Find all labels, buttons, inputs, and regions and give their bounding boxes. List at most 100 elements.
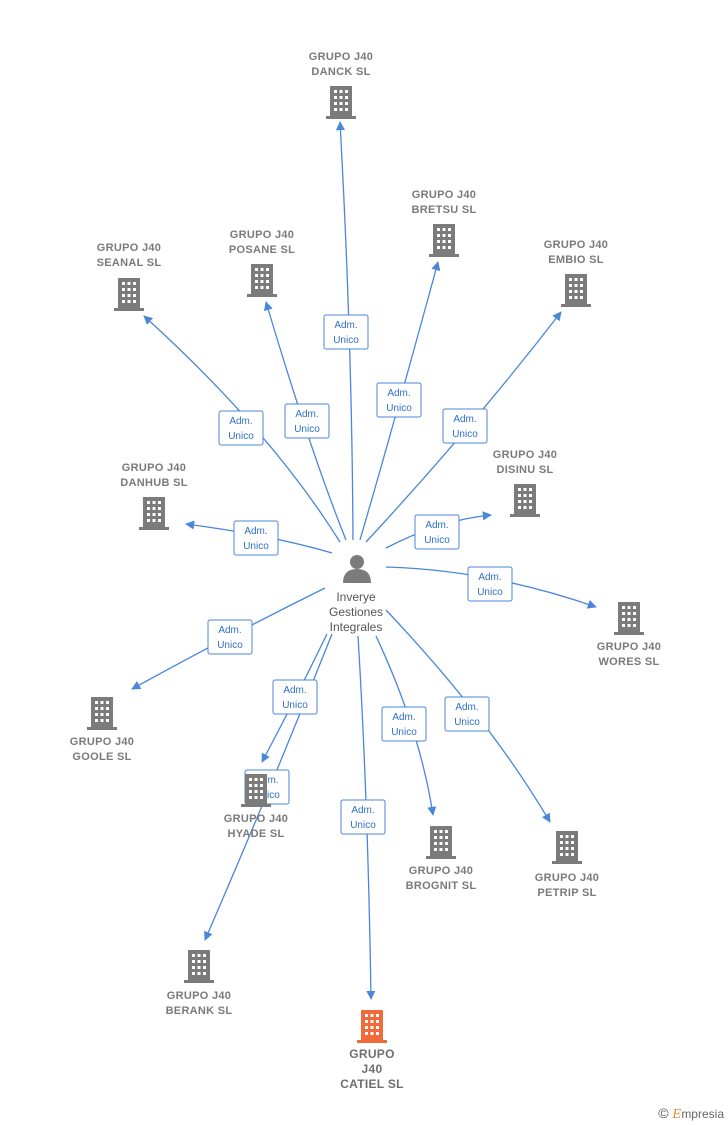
brand-name: mpresia xyxy=(681,1107,724,1121)
edge-label-box xyxy=(207,619,253,655)
company-name-line: GRUPO J40 xyxy=(309,51,373,63)
company-name-line: DANCK SL xyxy=(311,66,370,78)
edge-label-box xyxy=(467,566,513,602)
edge-label-box xyxy=(376,382,422,418)
center-person-node[interactable]: Inverye Gestiones Integrales xyxy=(329,555,383,634)
edge-label-text: Unico xyxy=(254,790,280,801)
edge-label-box xyxy=(218,410,264,446)
company-name-line: GRUPO J40 xyxy=(230,229,294,241)
edge-label-text: Unico xyxy=(333,335,359,346)
company-name-line: PETRIP SL xyxy=(537,887,596,899)
footer-brand: ©Empresia xyxy=(658,1105,724,1121)
building-icon xyxy=(614,602,644,635)
company-name-line: DISINU SL xyxy=(496,464,553,476)
edge-label-box xyxy=(323,314,369,350)
company-name-line: GRUPO J40 xyxy=(97,242,161,254)
edge-label-brognit[interactable]: Adm.Unico xyxy=(381,706,427,742)
edge-labels-layer: Adm.UnicoAdm.UnicoAdm.UnicoAdm.UnicoAdm.… xyxy=(207,314,513,835)
building-icon xyxy=(114,278,144,311)
edge-label-text: Unico xyxy=(294,424,320,435)
edge-label-text: Unico xyxy=(452,429,478,440)
company-name-line: GRUPO J40 xyxy=(597,641,661,653)
company-name-line: BERANK SL xyxy=(166,1005,233,1017)
company-name-line: GRUPO J40 xyxy=(167,990,231,1002)
brand-initial: E xyxy=(672,1107,682,1121)
edge-label-text: Adm. xyxy=(478,572,501,583)
company-name-line: HYADE SL xyxy=(227,828,284,840)
company-name-line: GRUPO J40 xyxy=(224,813,288,825)
edge-label-text: Adm. xyxy=(387,388,410,399)
company-name-line: WORES SL xyxy=(598,656,659,668)
edge-label-text: Adm. xyxy=(218,625,241,636)
edge-label-disinu[interactable]: Adm.Unico xyxy=(414,514,460,550)
edge-label-embio[interactable]: Adm.Unico xyxy=(442,408,488,444)
edge-label-catiel[interactable]: Adm.Unico xyxy=(340,799,386,835)
edge-label-posane[interactable]: Adm.Unico xyxy=(284,403,330,439)
company-name-line: GRUPO J40 xyxy=(544,239,608,251)
person-icon xyxy=(343,555,371,583)
edge-label-box xyxy=(233,520,279,556)
company-name-line: GRUPO xyxy=(349,1047,395,1061)
edge-label-text: Adm. xyxy=(229,416,252,427)
company-name-line: SEANAL SL xyxy=(97,257,162,269)
edge-label-box xyxy=(284,403,330,439)
building-icon xyxy=(357,1010,387,1043)
edge-label-text: Adm. xyxy=(392,712,415,723)
edge-label-danck[interactable]: Adm. Unico xyxy=(323,314,369,350)
edge-label-text: Unico xyxy=(217,640,243,651)
edge-label-goole[interactable]: Adm. Unico xyxy=(207,619,253,655)
building-icon xyxy=(139,497,169,530)
company-name-line: DANHUB SL xyxy=(120,477,187,489)
edge-label-petrip[interactable]: Adm.Unico xyxy=(444,696,490,732)
company-name-line: EMBIO SL xyxy=(548,254,604,266)
edge-label-wores[interactable]: Adm. Unico xyxy=(467,566,513,602)
edge-label-box xyxy=(272,679,318,715)
person-name-line-2: Gestiones xyxy=(329,605,383,619)
edge-label-text: Unico xyxy=(477,587,503,598)
company-name-line: GOOLE SL xyxy=(72,751,131,763)
building-icon xyxy=(326,86,356,119)
building-icon xyxy=(87,697,117,730)
edge-label-box xyxy=(340,799,386,835)
person-name-line-1: Inverye xyxy=(336,590,376,604)
edge-label-hyade[interactable]: Adm.Unico xyxy=(272,679,318,715)
edge-label-seanal[interactable]: Adm. Unico xyxy=(218,410,264,446)
company-name-line: POSANE SL xyxy=(229,244,295,256)
edge-label-text: Unico xyxy=(350,820,376,831)
building-icon xyxy=(510,484,540,517)
edge-label-bretsu[interactable]: Adm.Unico xyxy=(376,382,422,418)
edge-label-text: Unico xyxy=(228,431,254,442)
building-icon xyxy=(429,224,459,257)
building-icon xyxy=(561,274,591,307)
company-name-line: GRUPO J40 xyxy=(535,872,599,884)
building-icon xyxy=(552,831,582,864)
edge-label-box xyxy=(444,696,490,732)
company-name-line: GRUPO J40 xyxy=(409,865,473,877)
person-name-line-3: Integrales xyxy=(330,620,383,634)
edge-label-box xyxy=(414,514,460,550)
edge-label-box xyxy=(381,706,427,742)
edge-label-text: Adm. xyxy=(425,520,448,531)
company-name-line: GRUPO J40 xyxy=(412,189,476,201)
building-icon xyxy=(247,264,277,297)
edge-label-text: Adm. xyxy=(244,526,267,537)
edge-label-text: Adm. xyxy=(334,320,357,331)
edge-label-danhub[interactable]: Adm.Unico xyxy=(233,520,279,556)
company-name-line: BROGNIT SL xyxy=(406,880,477,892)
